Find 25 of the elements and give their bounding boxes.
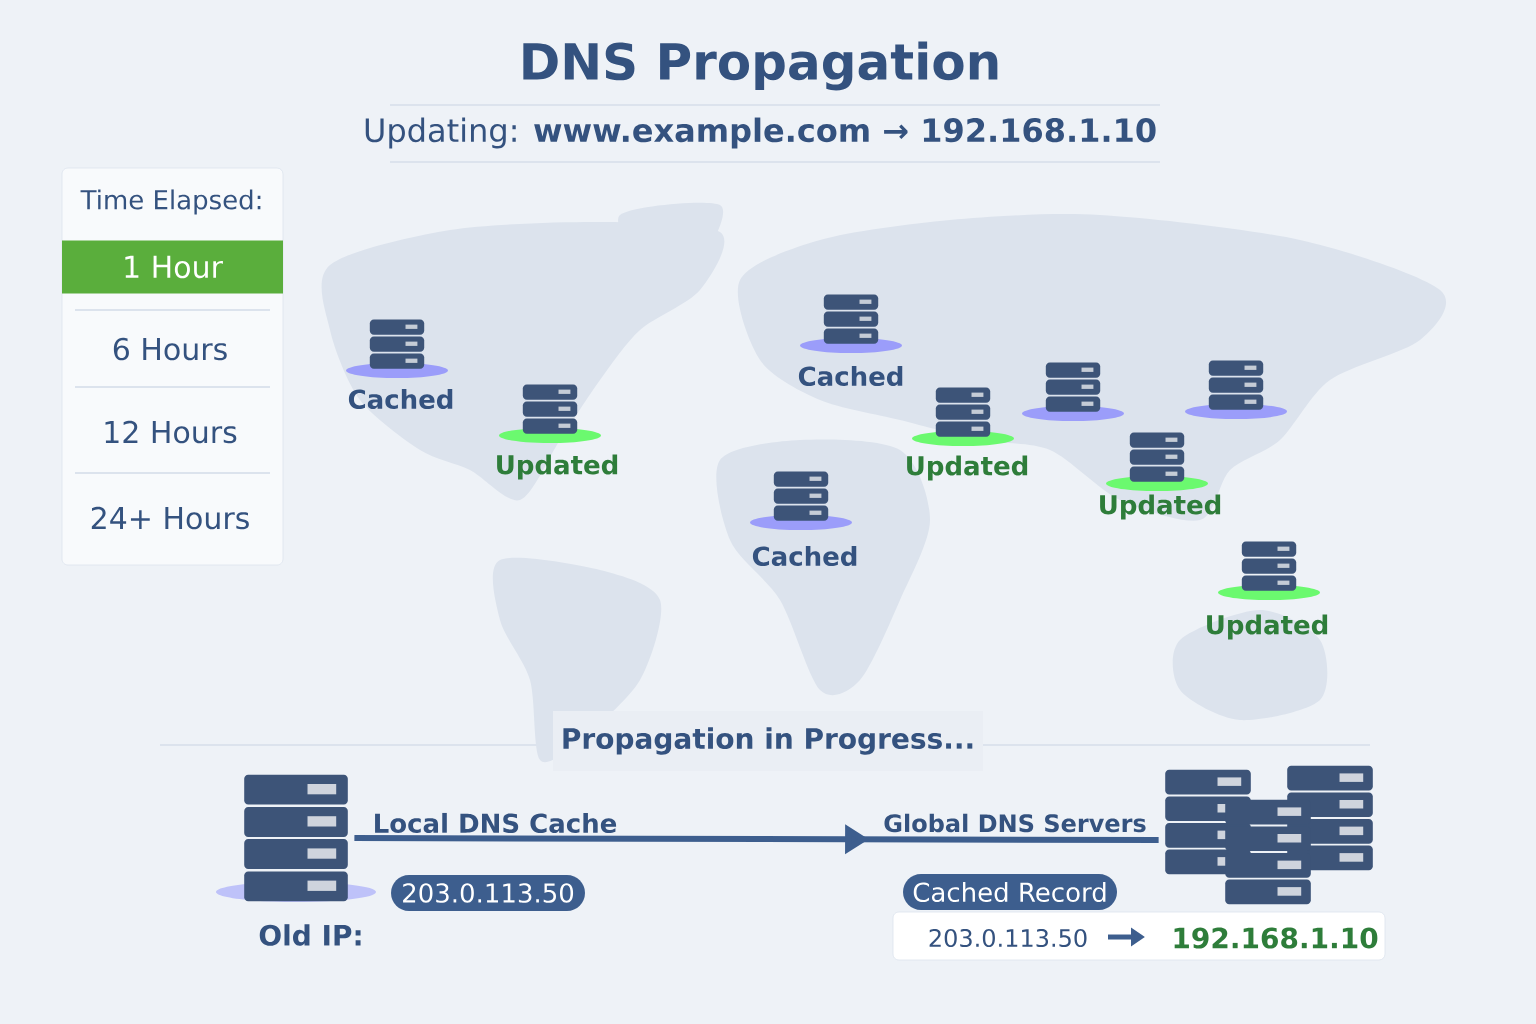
value-pill: Cached Record [903,874,1117,910]
status-label: Cached [798,365,903,387]
time-step: 24+ Hours [91,506,249,530]
status-label: Cached [752,545,857,567]
status-label: Updated [497,454,618,480]
record-card: 203.0.113.50 192.168.1.10 [892,911,1386,961]
status-label: Updated [907,455,1028,481]
time-step: 6 Hours [113,337,227,361]
edge-label: Local DNS Cache [375,812,617,834]
side-label: Old IP: [259,924,361,946]
server-icon [216,774,376,902]
status-label: Updated [1100,494,1221,520]
title: DNS Propagation [523,41,998,91]
status-label: Updated [1207,614,1328,640]
server-cluster-drawing [1165,765,1373,905]
active-time-step: 1 Hour [62,240,283,294]
status-label: Cached [348,388,453,410]
time-step: 12 Hours [105,420,237,444]
side-label: Global DNS Servers [884,813,1146,833]
server-icon [1022,362,1124,422]
node-label: Propagation in Progress... [563,727,973,755]
subtitle: Updating: www.example.com → 192.168.1.10 [365,117,1156,149]
server-icon [1185,360,1287,420]
status-banner: Propagation in Progress... [553,711,983,771]
value-pill: 203.0.113.50 [391,875,585,911]
